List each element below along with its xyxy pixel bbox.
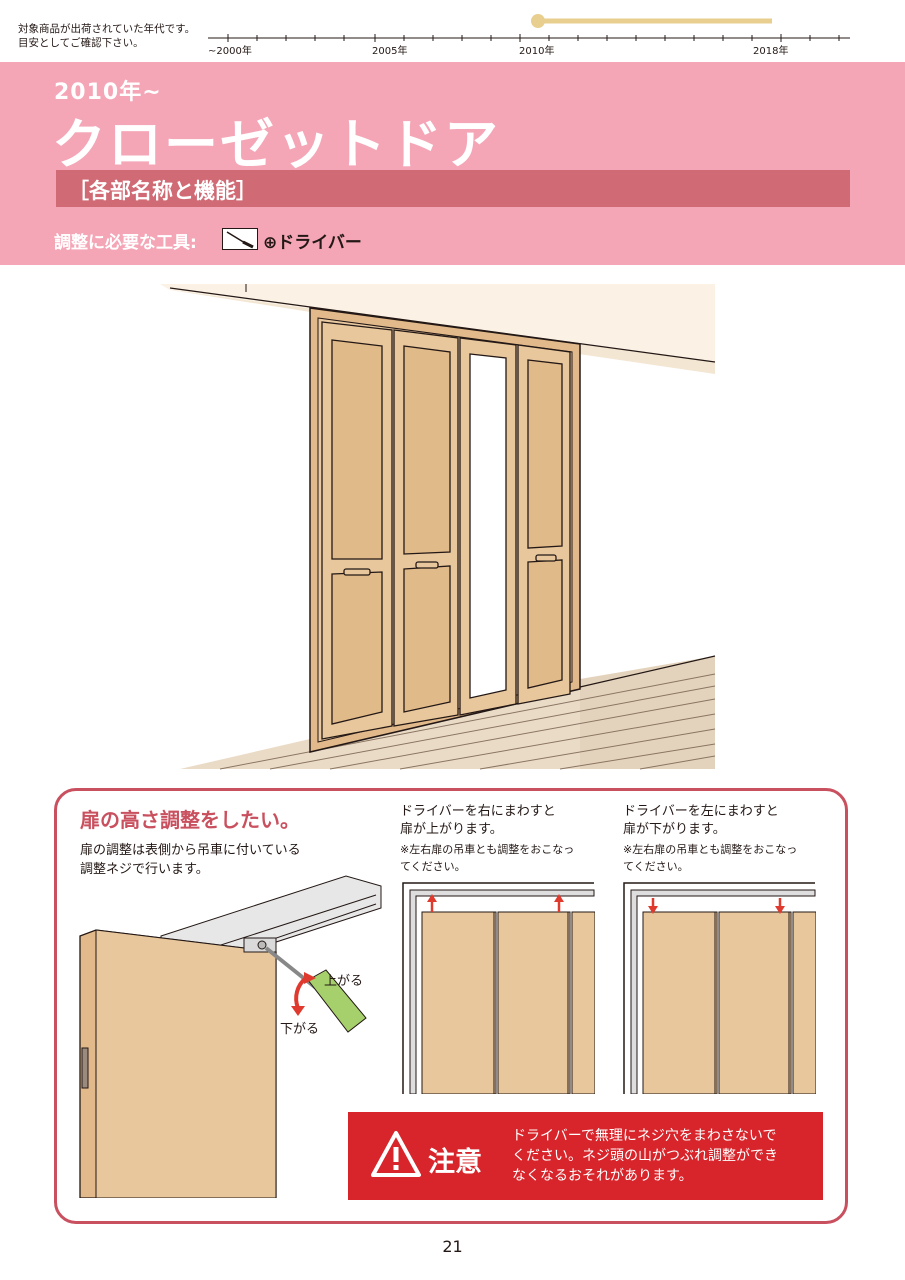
- down-arrow-icon: [775, 898, 785, 914]
- door-raise-diagram: [402, 882, 595, 1094]
- up-label: 上がる: [324, 974, 364, 989]
- page-title: クローゼットドア: [52, 113, 500, 176]
- description-line: 調整ネジで行います。: [80, 862, 209, 877]
- timeline-label: 2018年: [753, 46, 789, 57]
- warning-box: [348, 1112, 823, 1200]
- turn-right-note: ※左右扉の吊車とも調整をおこなっ てください。: [400, 841, 574, 875]
- up-arrow-icon: [554, 894, 564, 912]
- timeline-note: 対象商品が出荷されていた年代です。 目安としてご確認下さい。: [18, 22, 195, 50]
- timeline-label: ~2000年: [208, 46, 252, 57]
- turn-left-line: 扉が下がります。: [623, 822, 726, 837]
- subtitle-bar: [56, 170, 850, 207]
- turn-left-text: ドライバーを左にまわすと 扉が下がります。: [623, 803, 779, 839]
- era-label: 2010年~: [54, 80, 162, 105]
- note-line: てください。: [400, 860, 466, 873]
- subtitle: ［各部名称と機能］: [68, 179, 257, 203]
- warning-line: ください。ネジ頭の山がつぶれ調整ができ: [512, 1148, 778, 1164]
- turn-left-line: ドライバーを左にまわすと: [623, 804, 779, 819]
- timeline-note-line: 目安としてご確認下さい。: [18, 37, 144, 49]
- screwdriver-adjust-illustration: [79, 875, 382, 1198]
- timeline-label: 2005年: [372, 46, 408, 57]
- timeline-axis: [208, 14, 850, 42]
- panel-description: 扉の調整は表側から吊車に付いている 調整ネジで行います。: [80, 841, 301, 879]
- warning-label: 注意: [428, 1147, 482, 1178]
- tool-name: ⊕ドライバー: [263, 233, 362, 253]
- turn-left-note: ※左右扉の吊車とも調整をおこなっ てください。: [623, 841, 797, 875]
- warning-text: ドライバーで無理にネジ穴をまわさないで ください。ネジ頭の山がつぶれ調整ができ …: [512, 1126, 778, 1186]
- note-line: ※左右扉の吊車とも調整をおこなっ: [400, 843, 575, 856]
- timeline-label: 2010年: [519, 46, 555, 57]
- note-line: てください。: [623, 860, 689, 873]
- header-band: [0, 62, 905, 265]
- timeline-start-dot: [531, 14, 545, 28]
- down-label: 下がる: [280, 1022, 320, 1037]
- screwdriver-icon: [222, 228, 258, 250]
- tools-label: 調整に必要な工具:: [54, 233, 197, 253]
- warning-line: ドライバーで無理にネジ穴をまわさないで: [512, 1128, 777, 1144]
- door-lower-diagram: [623, 882, 816, 1094]
- panel-heading: 扉の高さ調整をしたい。: [80, 808, 300, 832]
- note-line: ※左右扉の吊車とも調整をおこなっ: [623, 843, 798, 856]
- closet-door-illustration: [160, 284, 716, 770]
- timeline-note-line: 対象商品が出荷されていた年代です。: [18, 23, 196, 35]
- down-arrow-icon: [648, 898, 658, 914]
- up-arrow-icon: [427, 894, 437, 912]
- turn-right-line: 扉が上がります。: [400, 822, 503, 837]
- warning-line: なくなるおそれがあります。: [512, 1168, 693, 1184]
- page-number: 21: [442, 1237, 463, 1256]
- description-line: 扉の調整は表側から吊車に付いている: [80, 843, 301, 858]
- turn-right-line: ドライバーを右にまわすと: [400, 804, 556, 819]
- turn-right-text: ドライバーを右にまわすと 扉が上がります。: [400, 803, 556, 839]
- warning-triangle-icon: [371, 1131, 421, 1177]
